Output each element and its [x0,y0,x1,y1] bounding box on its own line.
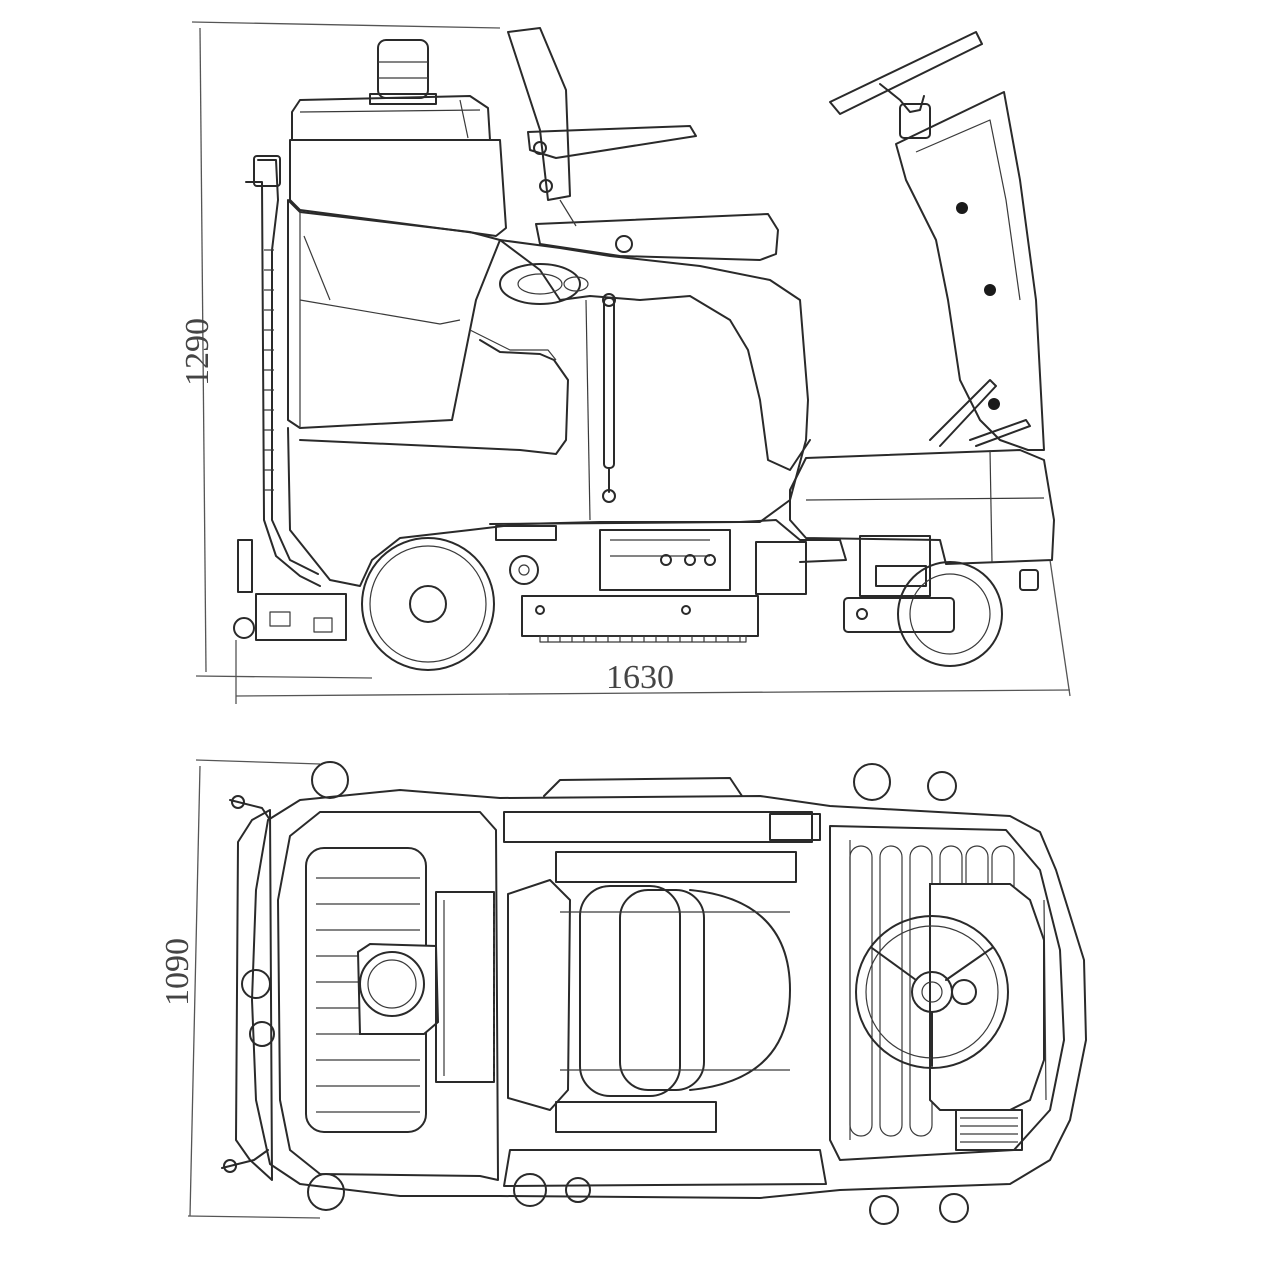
squeegee [233,539,347,641]
pedals [955,1109,1023,1151]
bumper-roller-rear-bottom [307,1173,345,1211]
squeegee-top [221,795,275,1181]
front-wheel [843,561,1003,667]
beacon-top [356,942,440,1035]
length-dimension-line [235,559,1071,704]
top-view: 1090 [159,759,1087,1225]
tank-body [289,139,507,237]
beacon-light [369,39,437,105]
length-dimension-label: 1630 [606,659,674,696]
side-view: 1290 1630 [179,21,1071,704]
height-dimension-line [191,21,501,679]
steering-column [829,31,1045,451]
bumper-roller-rear-top [311,761,349,799]
width-dimension-label: 1090 [159,938,196,1006]
vacuum-hose [245,155,321,587]
bumper-roller-front-top [853,763,891,801]
seat-top [507,851,797,1133]
machine-body [287,239,809,587]
height-dimension-label: 1290 [179,318,216,386]
fill-cap [499,263,589,305]
brush-deck [521,595,759,643]
front-floor-grille [829,825,1065,1161]
bumper-roller-front-bottom [869,1195,899,1225]
rear-wheel [361,537,495,671]
operator-seat [507,27,779,261]
steering-wheel-top [855,883,1045,1111]
gas-strut [602,293,616,503]
front-deck [789,449,1055,565]
width-dimension-line [187,759,321,1219]
top-outer-body [251,789,1087,1199]
